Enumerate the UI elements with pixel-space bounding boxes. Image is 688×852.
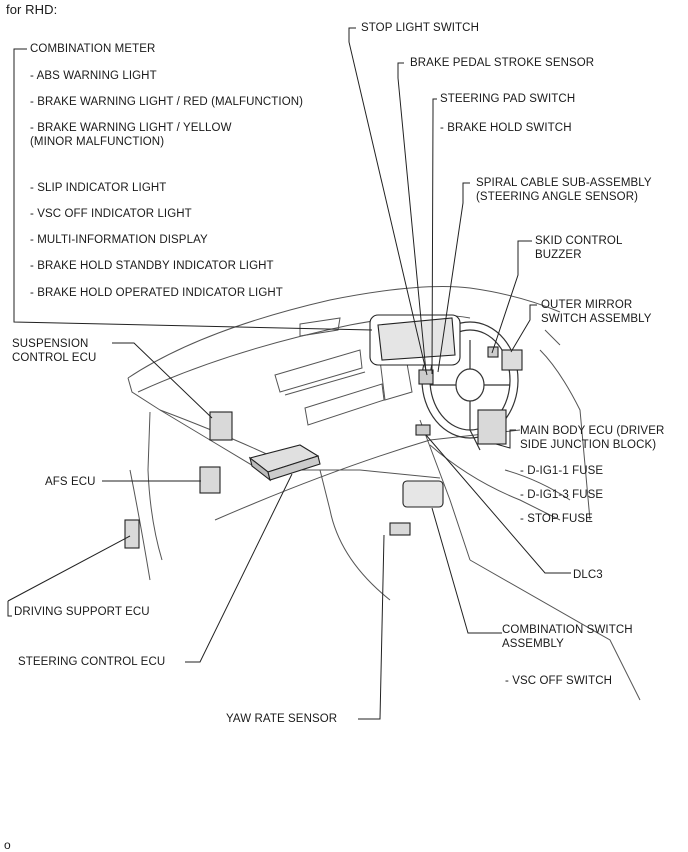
main-body-ecu-unit (477, 409, 507, 445)
suspension-control-ecu-unit (209, 411, 233, 441)
outer-mirror-switch-unit (501, 349, 523, 371)
leader-lines (7, 27, 571, 720)
label-afs-ecu: AFS ECU (45, 476, 96, 488)
label-brake-hold-operated: - BRAKE HOLD OPERATED INDICATOR LIGHT (30, 287, 283, 299)
label-skid-control-buzzer: SKID CONTROL BUZZER (535, 235, 623, 261)
label-spiral-cable: SPIRAL CABLE SUB-ASSEMBLY (STEERING ANGL… (476, 177, 652, 203)
dashboard-outline (127, 286, 641, 701)
label-steering-pad-switch: STEERING PAD SWITCH (440, 93, 576, 105)
label-combination-switch: COMBINATION SWITCH ASSEMBLY (502, 624, 633, 650)
label-d-ig1-3-fuse: - D-IG1-3 FUSE (520, 489, 604, 501)
label-vsc-off-indicator: - VSC OFF INDICATOR LIGHT (30, 208, 192, 220)
dlc3-unit (415, 424, 431, 436)
label-brake-warning-yellow: - BRAKE WARNING LIGHT / YELLOW (MINOR MA… (30, 122, 232, 148)
label-brake-warning-red: - BRAKE WARNING LIGHT / RED (MALFUNCTION… (30, 96, 304, 108)
label-dlc3: DLC3 (573, 569, 603, 581)
label-vsc-off-switch: - VSC OFF SWITCH (505, 675, 613, 687)
label-brake-hold-standby: - BRAKE HOLD STANDBY INDICATOR LIGHT (30, 260, 274, 272)
label-brake-pedal-stroke-sensor: BRAKE PEDAL STROKE SENSOR (410, 57, 595, 69)
label-combination-meter: COMBINATION METER (30, 43, 156, 55)
label-stop-fuse: - STOP FUSE (520, 513, 593, 525)
label-driving-support-ecu: DRIVING SUPPORT ECU (14, 606, 150, 618)
label-stop-light-switch: STOP LIGHT SWITCH (361, 22, 479, 34)
components (124, 314, 523, 549)
label-slip-indicator: - SLIP INDICATOR LIGHT (30, 182, 167, 194)
corner-mark: o (4, 838, 11, 852)
label-multi-info-display: - MULTI-INFORMATION DISPLAY (30, 234, 208, 246)
skid-buzzer-unit (487, 346, 499, 358)
afs-ecu-unit (199, 466, 221, 494)
label-abs-warning-light: - ABS WARNING LIGHT (30, 70, 157, 82)
page-title: for RHD: (6, 2, 58, 17)
yaw-rate-sensor-unit (389, 522, 411, 536)
label-yaw-rate-sensor: YAW RATE SENSOR (226, 713, 338, 725)
label-outer-mirror-switch: OUTER MIRROR SWITCH ASSEMBLY (541, 299, 652, 325)
driving-support-ecu-unit (124, 519, 140, 549)
label-steering-control-ecu: STEERING CONTROL ECU (18, 656, 166, 668)
label-brake-hold-switch: - BRAKE HOLD SWITCH (440, 122, 572, 134)
label-main-body-ecu: MAIN BODY ECU (DRIVER SIDE JUNCTION BLOC… (520, 425, 665, 451)
label-suspension-control-ecu: SUSPENSION CONTROL ECU (12, 338, 97, 364)
label-d-ig1-1-fuse: - D-IG1-1 FUSE (520, 465, 604, 477)
combination-switch-unit (402, 480, 444, 508)
